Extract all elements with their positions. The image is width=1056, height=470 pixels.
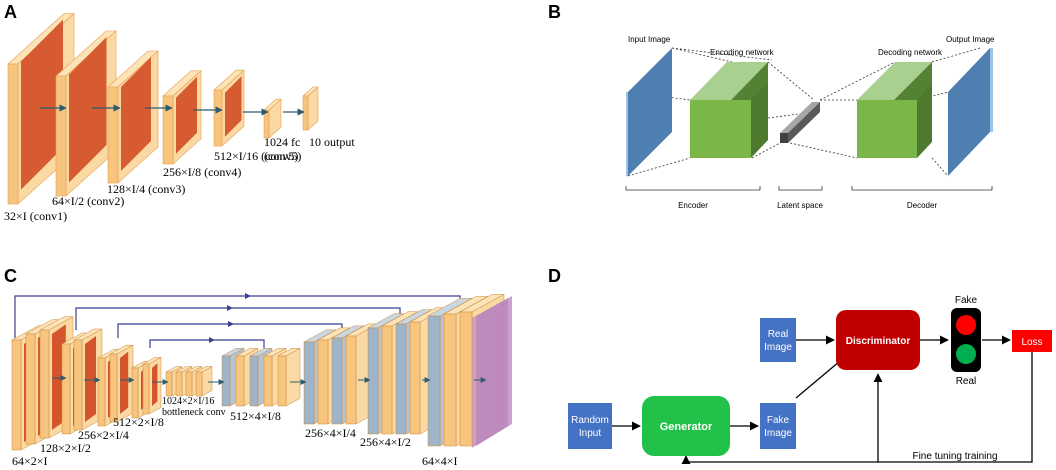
generator-label: Generator — [660, 421, 713, 433]
panel-a: A 32×I (conv1) 64×I/2 (conv2) 128×I/4 (c… — [4, 2, 355, 223]
red-light-icon — [956, 315, 976, 335]
latent-space-bar — [780, 102, 820, 143]
unet-label-512x4: 512×4×I/8 — [230, 409, 281, 423]
cnn-layer-block — [302, 86, 319, 131]
layer-label-output: 10 output — [309, 135, 355, 149]
fake-image-label-2: Image — [764, 428, 792, 439]
random-input-label-1: Random — [571, 415, 609, 426]
cnn-layer-block — [107, 50, 159, 184]
layer-label-conv1: 32×I (conv1) — [4, 209, 67, 223]
random-input-label-2: Input — [579, 428, 601, 439]
cnn-flow-arrows — [40, 104, 305, 116]
unet-layer-block — [195, 366, 213, 397]
input-image-plane — [628, 48, 672, 176]
encoder-label: Encoder — [678, 201, 708, 210]
random-input-box — [568, 403, 612, 449]
unet-label-256x2: 256×2×I/4 — [78, 428, 129, 442]
real-image-label-1: Real — [768, 329, 789, 340]
unet-label-256x4-b: 256×4×I/2 — [360, 435, 411, 449]
loss-box — [1012, 330, 1052, 352]
unet-label-256x4-a: 256×4×I/4 — [305, 426, 356, 440]
unet-label-1024: 1024×2×I/16 — [162, 396, 214, 407]
fake-image-label-1: Fake — [767, 415, 790, 426]
decoder-label: Decoder — [907, 201, 938, 210]
section-brackets — [625, 186, 993, 191]
input-image-label: Input Image — [628, 35, 671, 44]
output-image-edge — [990, 48, 993, 132]
unet-flow-arrows — [52, 375, 487, 385]
fake-label: Fake — [955, 295, 978, 306]
layer-label-fc: 1024 fc — [264, 135, 300, 149]
discriminator-box — [836, 310, 920, 370]
encoding-network-cube — [690, 62, 768, 158]
unet-layer-block — [109, 344, 134, 423]
generator-box — [642, 396, 730, 456]
panel-b: B — [548, 2, 995, 210]
cnn-layer-block — [162, 70, 202, 165]
cnn-layer-block — [263, 98, 282, 139]
unet-label-512x2: 512×2×I/8 — [113, 415, 164, 429]
unet-label-64x2: 64×2×I — [12, 454, 48, 468]
skip-arrowheads — [209, 293, 251, 343]
fine-tuning-label: Fine tuning training — [912, 451, 997, 462]
layer-label-conv4: 256×I/8 (conv4) — [163, 165, 241, 179]
output-layer — [472, 296, 512, 448]
green-light-icon — [956, 344, 976, 364]
layer-label-conv5: 512×I/16 (conv5) — [214, 149, 298, 163]
loss-label: Loss — [1021, 337, 1042, 348]
layer-label-fc-conv5: (conv5) — [264, 149, 301, 163]
discriminator-label: Discriminator — [846, 336, 911, 347]
panel-d-letter: D — [548, 266, 561, 286]
latent-space-label: Latent space — [777, 201, 823, 210]
encoding-network-label: Encoding network — [710, 48, 775, 57]
gan-arrows — [612, 335, 1033, 465]
real-image-label-2: Image — [764, 342, 792, 353]
cnn-layer-block — [213, 69, 245, 147]
layer-label-conv2: 64×I/2 (conv2) — [52, 194, 124, 208]
panel-a-letter: A — [4, 2, 17, 22]
panel-c: C 64×2×I 128×2×I/2 256×2×I/4 512×2×I/8 1… — [4, 266, 512, 468]
unet-label-128x2: 128×2×I/2 — [40, 441, 91, 455]
output-image-plane — [948, 48, 990, 176]
unet-label-bottleneck: bottleneck conv — [162, 407, 226, 418]
decoding-network-cube — [857, 62, 932, 158]
output-image-label: Output Image — [946, 35, 995, 44]
unet-layers — [11, 293, 512, 451]
unet-layer-block — [142, 356, 162, 415]
layer-label-conv3: 128×I/4 (conv3) — [107, 182, 185, 196]
input-image-edge — [626, 92, 628, 176]
fake-image-box — [760, 403, 796, 449]
cnn-layer-block — [55, 30, 117, 197]
real-image-box — [760, 318, 796, 362]
unet-layer-block — [277, 347, 301, 407]
panel-d: D Random Input Generator Real Image Fake… — [548, 266, 1052, 465]
decoding-network-label: Decoding network — [878, 48, 943, 57]
unet-label-64x4: 64×4×I — [422, 454, 458, 468]
panel-c-letter: C — [4, 266, 17, 286]
cnn-layers — [7, 12, 319, 205]
panel-b-letter: B — [548, 2, 561, 22]
real-label: Real — [956, 376, 977, 387]
